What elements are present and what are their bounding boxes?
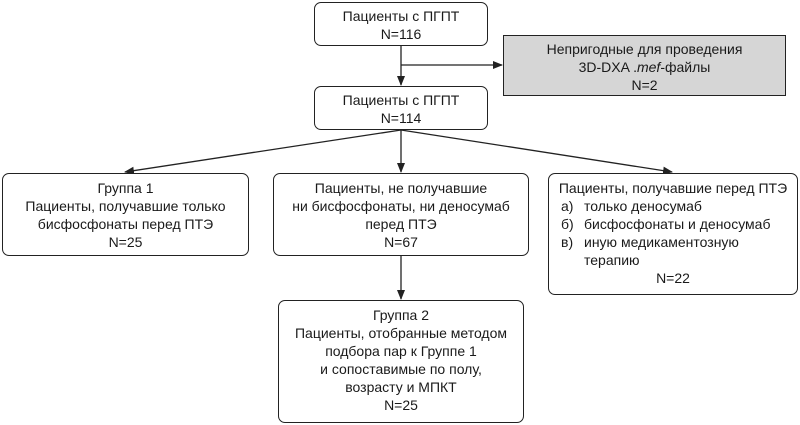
box-line: Пациенты, отобранные методом <box>294 325 508 341</box>
box-title: Пациенты, получавшие перед ПТЭ <box>558 180 788 196</box>
box-title: Группа 1 <box>97 180 154 196</box>
list-item: а) только деносумаб <box>549 197 797 215</box>
box-line: Пациенты, получавшие только <box>25 198 226 214</box>
box-group1: Группа 1 Пациенты, получавшие только бис… <box>2 173 249 256</box>
box-line: подбора пар к Группе 1 <box>325 343 477 359</box>
box-line: и сопоставимые по полу, <box>320 361 482 377</box>
list-marker: в) <box>561 234 574 250</box>
box-count: N=25 <box>384 397 418 413</box>
box-count: N=25 <box>108 234 143 250</box>
box-no-treatment: Пациенты, не получавшие ни бисфосфонаты,… <box>273 173 529 256</box>
box-text: 3D-DXA . <box>578 59 637 75</box>
box-group2: Группа 2 Пациенты, отобранные методом по… <box>278 300 524 423</box>
box-text-italic: mef <box>636 59 661 75</box>
list-item: в) иную медикаментозную <box>549 233 797 251</box>
list-marker: а) <box>561 198 574 214</box>
box-line: Пациенты, не получавшие <box>314 180 488 196</box>
box-count: N=2 <box>631 77 658 93</box>
arrow-middle-to-group1 <box>124 129 402 175</box>
box-other-treatment: Пациенты, получавшие перед ПТЭ а) только … <box>548 173 798 295</box>
box-line: перед ПТЭ <box>365 216 437 232</box>
list-text: бисфосфонаты и деносумаб <box>584 216 771 232</box>
list-text: иную медикаментозную <box>584 234 739 250</box>
box-line: Непригодные для проведения <box>546 41 743 57</box>
box-count: N=67 <box>384 234 418 250</box>
list-text: только деносумаб <box>584 198 702 214</box>
box-line: 3D-DXA .mef-файлы <box>504 58 785 76</box>
list-item-continuation: терапию <box>584 252 640 268</box>
box-count: N=116 <box>380 26 422 42</box>
arrow-middle-to-other <box>400 129 673 175</box>
list-item: б) бисфосфонаты и деносумаб <box>549 215 797 233</box>
box-excluded: Непригодные для проведения 3D-DXA .mef-ф… <box>503 35 786 96</box>
list-marker: б) <box>561 216 574 232</box>
box-title: Пациенты с ПГПТ <box>342 8 460 24</box>
box-count: N=114 <box>380 110 422 126</box>
box-line: возрасту и МПКТ <box>345 379 457 395</box>
box-line: ни бисфосфонаты, ни деносумаб <box>292 198 510 214</box>
box-line: бисфосфонаты перед ПТЭ <box>37 216 214 232</box>
box-title: Пациенты с ПГПТ <box>342 92 460 108</box>
box-patients-pgpt-eligible: Пациенты с ПГПТ N=114 <box>314 86 488 130</box>
box-title: Группа 2 <box>372 307 430 323</box>
box-patients-pgpt-initial: Пациенты с ПГПТ N=116 <box>314 2 488 46</box>
box-text: -файлы <box>660 59 711 75</box>
box-count: N=22 <box>656 270 690 286</box>
